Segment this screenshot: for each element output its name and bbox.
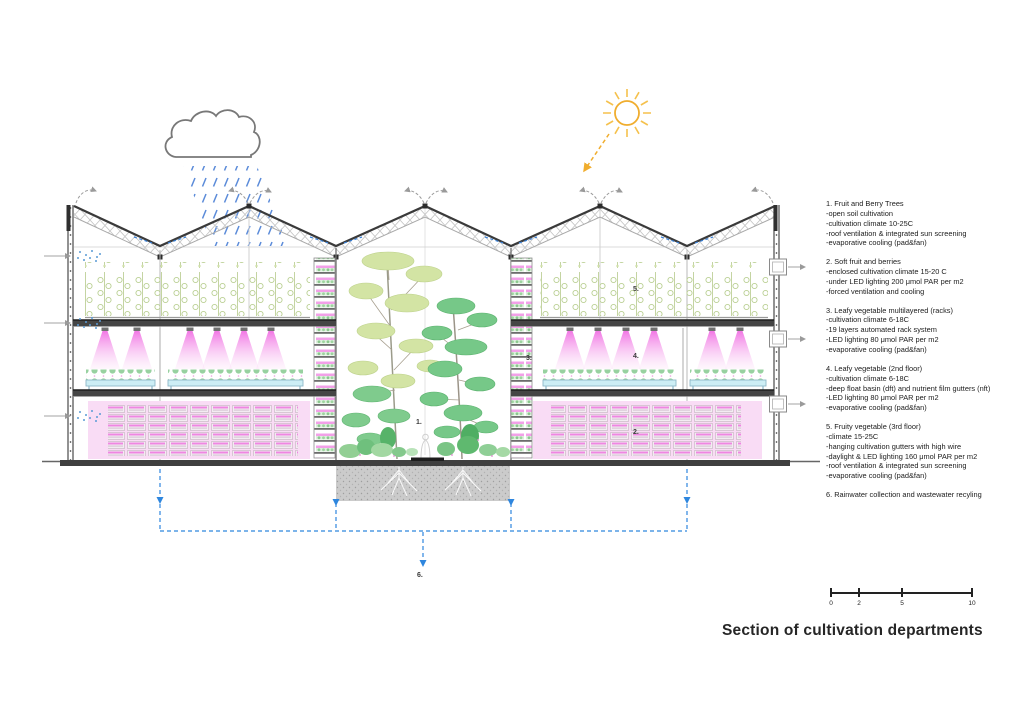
building-section: 1. 2. 3. 4. 5. bbox=[42, 186, 820, 501]
tree-roots bbox=[380, 467, 482, 497]
legend-item-rainwater: 6. Rainwater collection and wastewater r… bbox=[826, 490, 982, 500]
soil-basin bbox=[336, 466, 510, 501]
rack-tower-left bbox=[313, 257, 336, 459]
label-rainwater: 6. bbox=[417, 572, 423, 579]
sun-icon bbox=[583, 89, 651, 173]
sunlight-arrow bbox=[583, 133, 610, 173]
third-floor-crops bbox=[85, 262, 768, 319]
cloud-outline bbox=[164, 109, 261, 158]
mist-spray bbox=[77, 250, 101, 422]
left-wall bbox=[66, 205, 74, 464]
legend-item-fruit-trees: 1. Fruit and Berry Trees -open soil cult… bbox=[826, 199, 967, 248]
exhaust-fans bbox=[769, 258, 806, 413]
lettuce-basins bbox=[85, 369, 767, 391]
scale-tick-label: 2 bbox=[857, 600, 861, 607]
atrium-trees bbox=[341, 251, 499, 460]
legend-item-soft-fruit: 2. Soft fruit and berries -enclosed cult… bbox=[826, 257, 964, 296]
scale-tick bbox=[858, 588, 860, 597]
page-title: Section of cultivation departments bbox=[722, 622, 983, 639]
sun-rays bbox=[603, 89, 651, 137]
roof-vent-arrows bbox=[75, 186, 774, 204]
legend-item-fruity-3rd: 5. Fruity vegetable (3rd floor) -climate… bbox=[826, 422, 978, 481]
second-floor-cultivation bbox=[85, 327, 767, 391]
scale-tick-label: 5 bbox=[900, 600, 904, 607]
legend-item-racks: 3. Leafy vegetable multilayered (racks) … bbox=[826, 305, 953, 354]
pad-fan-inlets bbox=[44, 250, 101, 422]
scale-tick bbox=[971, 588, 973, 597]
led-light-cones bbox=[90, 327, 755, 369]
ground-line bbox=[42, 460, 820, 466]
atrium-understory bbox=[339, 424, 510, 461]
scale-bar: 0 2 5 10 bbox=[829, 588, 976, 607]
scale-tick-label: 0 bbox=[829, 600, 833, 607]
label-soft-fruit: 2. bbox=[633, 429, 639, 436]
label-fruit-trees: 1. bbox=[416, 419, 422, 426]
rainwater-collection-lines: 6. bbox=[156, 469, 691, 579]
floor-slabs bbox=[73, 319, 774, 397]
scale-tick bbox=[901, 588, 903, 597]
scale-tick bbox=[830, 588, 832, 597]
label-rack-tower: 3. bbox=[526, 355, 532, 362]
label-fruity-3rd: 5. bbox=[633, 286, 639, 293]
legend: 1. Fruit and Berry Trees -open soil cult… bbox=[826, 199, 1024, 509]
rack-tower-right bbox=[510, 257, 533, 459]
ground-floor-cultivation bbox=[88, 401, 762, 459]
scale-tick-label: 10 bbox=[968, 600, 976, 607]
legend-item-leafy-2nd: 4. Leafy vegetable (2nd floor) -cultivat… bbox=[826, 363, 991, 413]
label-leafy-2nd: 4. bbox=[633, 353, 639, 360]
person-figure bbox=[420, 433, 431, 460]
